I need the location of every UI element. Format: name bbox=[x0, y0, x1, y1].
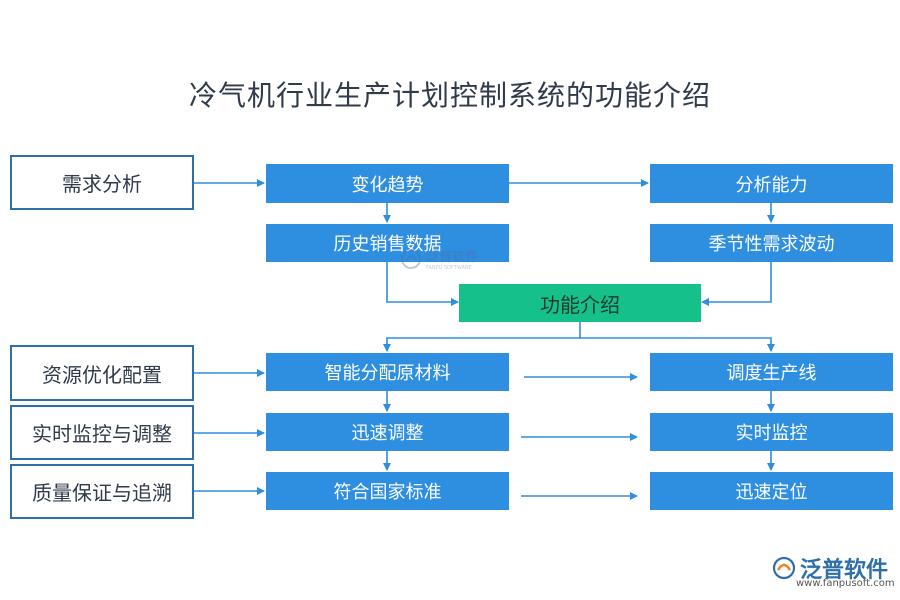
node-quick-locate: 迅速定位 bbox=[650, 472, 893, 510]
fanpu-brand-icon bbox=[772, 556, 796, 580]
node-change-trend: 变化趋势 bbox=[266, 164, 509, 203]
node-analysis-capability: 分析能力 bbox=[650, 164, 893, 203]
label-realtime-monitor-adjust: 实时监控与调整 bbox=[10, 405, 194, 460]
label-quality-traceability: 质量保证与追溯 bbox=[10, 464, 194, 519]
brand-logo-text: 泛普软件 bbox=[800, 558, 889, 583]
node-realtime-monitor: 实时监控 bbox=[650, 413, 893, 451]
node-seasonal-demand: 季节性需求波动 bbox=[650, 224, 893, 262]
label-resource-optimization: 资源优化配置 bbox=[10, 345, 194, 401]
watermark-center: 泛普软件 FANPU SOFTWARE bbox=[400, 246, 478, 271]
node-historical-sales: 历史销售数据 bbox=[266, 224, 509, 262]
node-quick-adjust: 迅速调整 bbox=[266, 413, 509, 451]
node-schedule-production-line: 调度生产线 bbox=[650, 353, 893, 391]
node-smart-material-allocation: 智能分配原材料 bbox=[266, 353, 509, 391]
node-function-intro: 功能介绍 bbox=[459, 284, 701, 322]
label-demand-analysis: 需求分析 bbox=[10, 155, 194, 210]
node-national-standard: 符合国家标准 bbox=[266, 472, 509, 510]
watermark-text: 泛普软件 bbox=[426, 250, 479, 265]
watermark-subtext: FANPU SOFTWARE bbox=[426, 265, 472, 271]
page-title: 冷气机行业生产计划控制系统的功能介绍 bbox=[188, 79, 711, 112]
brand-url: www.fanpusoft.com bbox=[796, 578, 895, 589]
fanpu-logo-icon bbox=[401, 248, 421, 269]
brand-logo: 泛普软件 bbox=[772, 552, 888, 584]
